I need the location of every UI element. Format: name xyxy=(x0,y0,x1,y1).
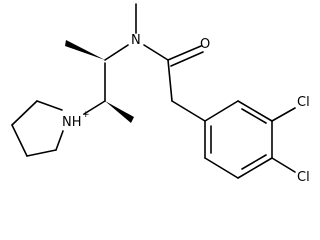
pyrrolidinium-n-symbol: N xyxy=(62,115,72,130)
bond-ring-2 xyxy=(237,100,273,122)
bond-carbonyl-o-2 xyxy=(170,51,204,67)
bond-n-carbonyl xyxy=(143,44,169,61)
bond-pyr-ca-cb xyxy=(11,100,38,126)
structure-canvas: N O Cl Cl NH + xyxy=(11,3,310,185)
atom-cl-4: Cl xyxy=(297,170,310,185)
bond-ring-4 xyxy=(237,157,273,179)
bond-pyr-cc-cd xyxy=(26,149,57,157)
bond-c2-npyr xyxy=(83,100,106,115)
bond-ring-inner-1 xyxy=(241,108,267,124)
bond-n-c1 xyxy=(104,44,129,61)
wedge-c1-methyl xyxy=(65,40,105,60)
bond-ring-1 xyxy=(204,100,239,122)
bond-lines xyxy=(11,3,296,179)
atom-n-pyrrolidinium: NH xyxy=(62,115,82,130)
bond-pyr-cd-n xyxy=(55,130,64,151)
bond-ring-5 xyxy=(204,157,239,179)
pyrrolidinium-h-symbol: H xyxy=(72,115,82,130)
bond-carbonyl-o-1 xyxy=(167,45,202,61)
bond-carbonyl-ch2 xyxy=(167,59,173,102)
atom-labels: N O Cl Cl NH + xyxy=(62,33,310,185)
molecule-drawing: N O Cl Cl NH + xyxy=(11,3,310,185)
bond-ch2-ring xyxy=(171,100,206,122)
wedge-bonds xyxy=(65,40,134,123)
wedge-c2-methyl xyxy=(105,101,134,123)
pyrrolidinium-charge: + xyxy=(82,110,90,120)
bond-c4-cl xyxy=(271,157,296,173)
atom-cl-3: Cl xyxy=(297,95,310,110)
bond-c3-cl xyxy=(271,107,296,122)
atom-oxygen: O xyxy=(200,37,210,52)
bond-pyr-n-ca xyxy=(36,100,63,111)
bond-ring-inner-2 xyxy=(241,154,267,170)
bond-pyr-cb-cc xyxy=(11,124,28,157)
atom-n-amide: N xyxy=(131,33,141,48)
